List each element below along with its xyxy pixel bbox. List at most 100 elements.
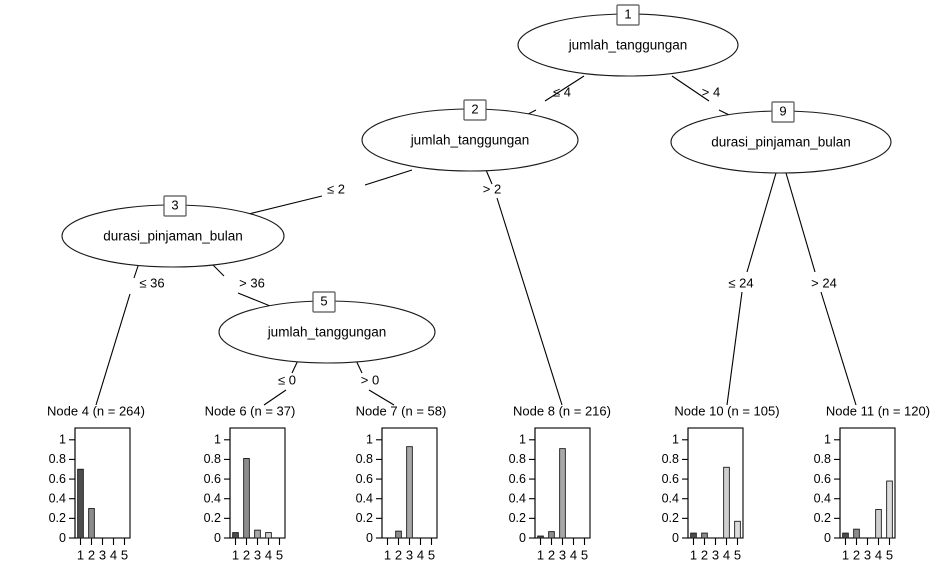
node-5-id-box	[312, 291, 336, 313]
terminal-node-10-title: Node 10 (n = 105)	[674, 403, 779, 418]
edge-2-to-3	[364, 169, 413, 186]
terminal-node-11-plot-frame	[839, 427, 896, 539]
x-tick-label: 1	[537, 548, 544, 563]
edge-label-5-left: ≤ 0	[278, 372, 296, 387]
x-tick-label: 3	[712, 548, 719, 563]
inner-node-9[interactable]: durasi_pinjaman_bulan 9	[670, 101, 892, 174]
node-9-variable-label: durasi_pinjaman_bulan	[711, 135, 851, 150]
x-tick-label: 5	[734, 548, 741, 563]
y-tick-label: 0.6	[49, 472, 66, 486]
y-tick-label: 0.4	[509, 492, 526, 506]
x-tick-label: 4	[417, 548, 424, 563]
inner-node-3[interactable]: durasi_pinjaman_bulan 3	[61, 195, 285, 268]
y-tick-label: 0	[214, 531, 221, 545]
terminal-node-10-plot-frame	[687, 427, 744, 539]
edge-label-3-right: > 36	[239, 275, 265, 290]
x-tick-label: 5	[581, 548, 588, 563]
x-tick-label: 4	[110, 548, 117, 563]
inner-node-2[interactable]: jumlah_tanggungan 2	[361, 99, 579, 172]
terminal-node-6-title: Node 6 (n = 37)	[205, 403, 296, 418]
bar-category-5	[734, 520, 741, 539]
edge-1-to-9	[671, 75, 710, 102]
edge-label-1-left: ≤ 4	[553, 84, 571, 99]
y-tick-label: 0	[59, 531, 66, 545]
terminal-node-4-plot-frame	[74, 427, 131, 539]
y-tick-label: 0.8	[49, 452, 66, 466]
y-tick-label: 0.2	[356, 511, 373, 525]
y-tick-label: 0.4	[356, 492, 373, 506]
y-tick-label: 0	[366, 531, 373, 545]
edge-9-to-10-lower	[726, 291, 743, 406]
y-tick-label: 0	[824, 531, 831, 545]
bar-category-1	[690, 532, 697, 539]
terminal-node-11-title: Node 11 (n = 120)	[826, 403, 930, 418]
bar-category-2	[548, 531, 555, 539]
node-1-id-label: 1	[624, 6, 631, 21]
bar-category-1	[842, 532, 849, 539]
bar-category-2	[395, 530, 402, 539]
edge-label-5-right: > 0	[361, 372, 379, 387]
y-tick-label: 0.8	[509, 452, 526, 466]
x-tick-label: 4	[875, 548, 882, 563]
y-tick-label: 1	[366, 433, 373, 447]
y-tick-label: 0.2	[49, 511, 66, 525]
y-tick-label: 0.6	[662, 472, 679, 486]
bar-category-1	[77, 468, 84, 539]
node-3-id-box	[163, 195, 187, 217]
x-tick-label: 2	[395, 548, 402, 563]
edge-label-9-right: > 24	[811, 275, 837, 290]
bar-category-4	[265, 532, 272, 539]
x-tick-label: 5	[428, 548, 435, 563]
bar-category-2	[88, 508, 95, 539]
x-tick-label: 2	[243, 548, 250, 563]
x-tick-label: 1	[232, 548, 239, 563]
y-tick-label: 0.4	[49, 492, 66, 506]
y-tick-label: 0	[519, 531, 526, 545]
edge-label-2-right: > 2	[483, 181, 501, 196]
terminal-node-7-title: Node 7 (n = 58)	[356, 403, 447, 418]
bar-category-5	[886, 480, 893, 539]
bar-category-2	[853, 528, 860, 539]
edge-label-9-left: ≤ 24	[728, 275, 753, 290]
bar-category-4	[723, 466, 730, 539]
x-tick-label: 5	[121, 548, 128, 563]
edge-1-to-2	[544, 75, 585, 102]
terminal-node-6-plot-frame	[229, 427, 286, 539]
node-9-id-label: 9	[779, 103, 786, 118]
y-tick-label: 0.6	[356, 472, 373, 486]
x-tick-label: 2	[548, 548, 555, 563]
y-tick-label: 0.8	[356, 452, 373, 466]
x-tick-label: 3	[559, 548, 566, 563]
y-tick-label: 0.4	[662, 492, 679, 506]
y-tick-label: 0.6	[204, 472, 221, 486]
y-tick-label: 0.2	[662, 511, 679, 525]
edge-5-to-6-lower	[263, 389, 287, 406]
x-tick-label: 1	[690, 548, 697, 563]
node-1-id-box	[616, 4, 640, 26]
y-tick-label: 1	[824, 433, 831, 447]
edge-5-to-7-lower	[368, 389, 395, 406]
y-tick-label: 0.4	[204, 492, 221, 506]
node-2-id-label: 2	[471, 101, 478, 116]
bar-category-1	[232, 532, 239, 539]
y-tick-label: 0.6	[509, 472, 526, 486]
inner-node-5[interactable]: jumlah_tanggungan 5	[218, 291, 436, 364]
node-9-id-box	[771, 101, 795, 123]
node-3-variable-label: durasi_pinjaman_bulan	[103, 229, 243, 244]
node-5-id-label: 5	[320, 293, 327, 308]
y-tick-label: 0.8	[662, 452, 679, 466]
inner-node-1[interactable]: jumlah_tanggungan 1	[517, 4, 739, 77]
node-2-variable-label: jumlah_tanggungan	[410, 133, 530, 148]
x-tick-label: 3	[99, 548, 106, 563]
x-tick-label: 2	[853, 548, 860, 563]
bar-category-2	[243, 457, 250, 539]
edge-labels: ≤ 4 > 4 ≤ 2 > 2 ≤ 36 > 36 ≤ 0 > 0 ≤ 24 >…	[139, 84, 836, 387]
